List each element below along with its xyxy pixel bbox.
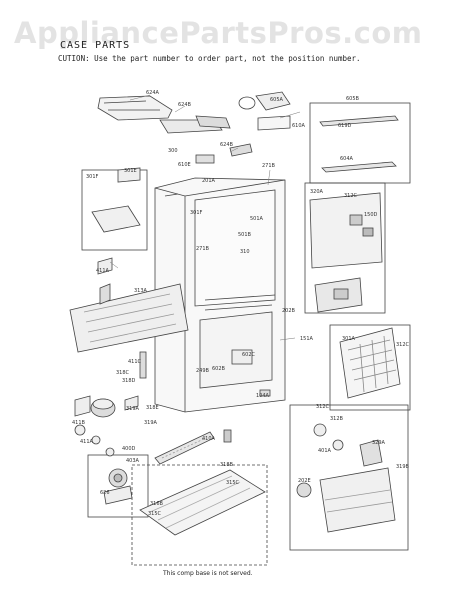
condenser-fan <box>87 454 149 518</box>
label-411B: 411B <box>72 420 86 426</box>
ice-dispenser-box <box>289 404 409 551</box>
label-624B-2: 624B <box>220 142 234 148</box>
label-318C: 318C <box>116 370 130 376</box>
label-318B: 318B <box>220 462 234 468</box>
label-151A: 151A <box>300 336 314 342</box>
label-610A: 610A <box>292 123 306 129</box>
label-318D: 318D <box>122 378 136 384</box>
compressor-group <box>74 395 139 418</box>
label-411A-2: 411A <box>80 439 94 445</box>
label-316B: 316B <box>150 501 164 507</box>
misc-small-parts <box>74 349 271 457</box>
watermark: AppliancePartsPros.com <box>14 16 423 50</box>
trim-strip-box <box>309 102 411 184</box>
comp-base-note: This comp base is not served. <box>163 570 253 577</box>
label-300: 300 <box>168 148 178 154</box>
label-318E: 318E <box>146 405 159 411</box>
part-labels: 624A 624B 605A 605B 619D 604A 610A 300 6… <box>72 90 410 517</box>
label-605B: 605B <box>346 96 360 102</box>
label-301F-2: 301F <box>190 210 203 216</box>
label-315C: 315C <box>226 480 240 486</box>
label-312C-3: 312C <box>316 404 330 410</box>
label-319A-2: 319A <box>144 420 158 426</box>
label-602B: 602B <box>212 366 226 372</box>
label-202E: 202E <box>298 478 311 484</box>
evaporator-cover <box>69 257 189 353</box>
label-610E: 610E <box>178 162 191 168</box>
label-501B: 501B <box>238 232 252 238</box>
page-title: CASE PARTS <box>60 40 131 51</box>
label-150D: 150D <box>364 212 378 218</box>
label-313A: 313A <box>134 288 148 294</box>
label-403A: 403A <box>126 458 140 464</box>
label-619D: 619D <box>338 123 352 129</box>
label-401A: 401A <box>318 448 332 454</box>
top-hinge-group <box>97 95 231 134</box>
control-small-parts <box>195 143 253 164</box>
leader-lines <box>109 94 301 341</box>
label-411C: 411C <box>128 359 142 365</box>
label-271B-2: 271B <box>196 246 210 252</box>
label-320A: 320A <box>310 189 324 195</box>
label-310: 310 <box>240 249 250 255</box>
label-301F: 301F <box>86 174 99 180</box>
label-201A: 201A <box>202 178 216 184</box>
label-271B: 271B <box>262 163 276 169</box>
label-249B: 249B <box>196 368 210 374</box>
lamp-cover <box>238 91 291 131</box>
label-315C-2: 315C <box>148 511 162 517</box>
evaporator-coil <box>329 324 411 411</box>
label-329A: 329A <box>372 440 386 446</box>
base-strip <box>154 431 215 465</box>
left-shelf-parts <box>81 167 148 251</box>
label-605A: 605A <box>270 97 284 103</box>
label-312C: 312C <box>344 193 358 199</box>
label-312B: 312B <box>330 416 344 422</box>
label-104A: 104A <box>256 393 270 399</box>
label-410A: 410A <box>202 436 216 442</box>
label-301E: 301E <box>124 168 137 174</box>
label-312C-2: 312C <box>396 342 410 348</box>
label-319B: 319B <box>396 464 410 470</box>
label-602C: 602C <box>242 352 256 358</box>
label-501A: 501A <box>250 216 264 222</box>
label-624B: 624B <box>178 102 192 108</box>
label-301A: 301A <box>342 336 356 342</box>
label-319A: 319A <box>126 406 140 412</box>
control-panel-box <box>304 182 386 314</box>
caution-note: CUTION: Use the part number to order par… <box>58 54 361 63</box>
label-626: 626 <box>100 490 110 496</box>
label-400D: 400D <box>122 446 136 452</box>
label-624A: 624A <box>146 90 160 96</box>
label-411A: 411A <box>96 268 110 274</box>
label-202B: 202B <box>282 308 296 314</box>
comp-base-plate <box>131 464 268 566</box>
label-604A: 604A <box>340 156 354 162</box>
